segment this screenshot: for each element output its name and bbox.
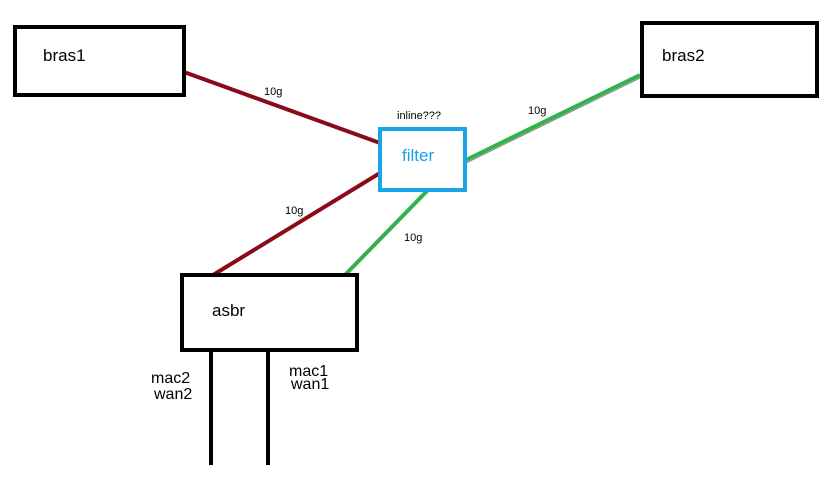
link-bras2-filter-label: 10g (528, 105, 546, 117)
asbr-box (180, 273, 359, 352)
link-filter-asbr-green (341, 188, 430, 279)
bras1-label: bras1 (43, 46, 86, 65)
bras1-box (13, 25, 186, 97)
link-filter-asbr-red (211, 171, 382, 277)
bras2-label: bras2 (662, 46, 705, 65)
link-bras2-filter-shadow (465, 77, 641, 164)
link-bras1-filter-label: 10g (264, 86, 282, 98)
filter-note: inline??? (397, 110, 441, 122)
filter-label: filter (402, 146, 434, 165)
link-bras1-filter (183, 70, 381, 145)
uplink-right-mac-label: mac1 (289, 363, 328, 380)
uplink-left-wan-label: wan2 (153, 386, 192, 403)
bras2-box (640, 21, 819, 98)
link-bras2-filter (465, 73, 641, 162)
link-filter-asbr-green-label: 10g (404, 232, 422, 244)
filter-box (378, 127, 467, 192)
uplink-left-mac-label: mac2 (151, 370, 190, 387)
asbr-label: asbr (212, 301, 245, 320)
link-filter-asbr-red-label: 10g (285, 205, 303, 217)
uplink-right-wan-label: wan1 (290, 376, 329, 393)
